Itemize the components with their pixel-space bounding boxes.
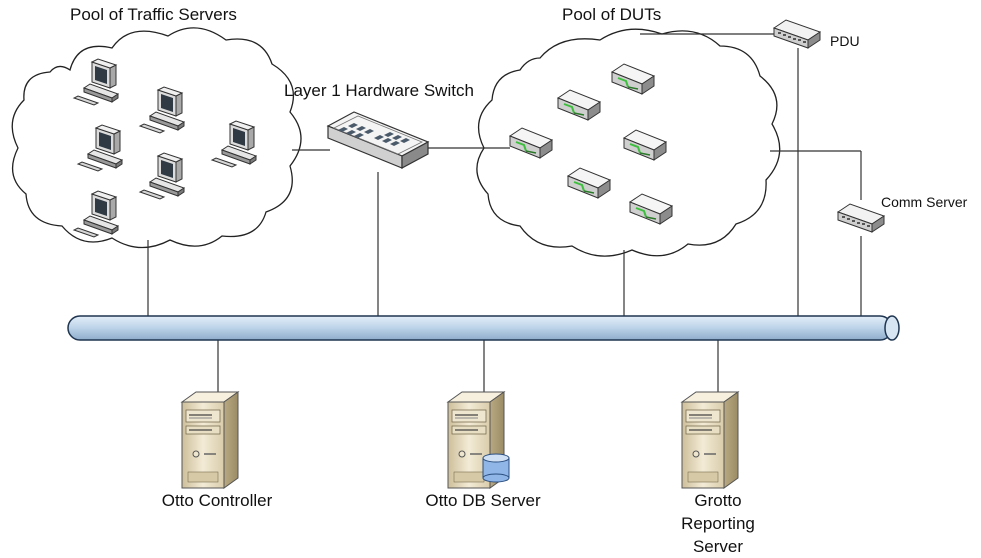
otto-controller-server-icon bbox=[181, 391, 239, 489]
dut-pool-label: Pool of DUTs bbox=[562, 5, 661, 24]
layer1-switch-label: Layer 1 Hardware Switch bbox=[284, 81, 474, 100]
database-icon bbox=[482, 453, 510, 483]
connection-lines bbox=[147, 33, 862, 398]
otto-db-label: Otto DB Server bbox=[425, 491, 541, 510]
grotto-label-line2: Reporting bbox=[681, 514, 755, 533]
network-bus bbox=[67, 315, 900, 341]
pdu-icon bbox=[773, 19, 821, 49]
otto-controller-label: Otto Controller bbox=[162, 491, 273, 510]
grotto-reporting-server-icon bbox=[681, 391, 739, 489]
traffic-servers-cloud bbox=[11, 27, 302, 249]
comm-server-icon bbox=[837, 203, 885, 233]
grotto-label-line3: Server bbox=[693, 537, 743, 556]
pdu-label: PDU bbox=[830, 33, 860, 49]
grotto-label-line1: Grotto bbox=[694, 491, 741, 510]
traffic-pool-label: Pool of Traffic Servers bbox=[70, 5, 237, 24]
comm-server-label: Comm Server bbox=[881, 194, 968, 210]
layer1-switch-icon bbox=[327, 111, 429, 169]
